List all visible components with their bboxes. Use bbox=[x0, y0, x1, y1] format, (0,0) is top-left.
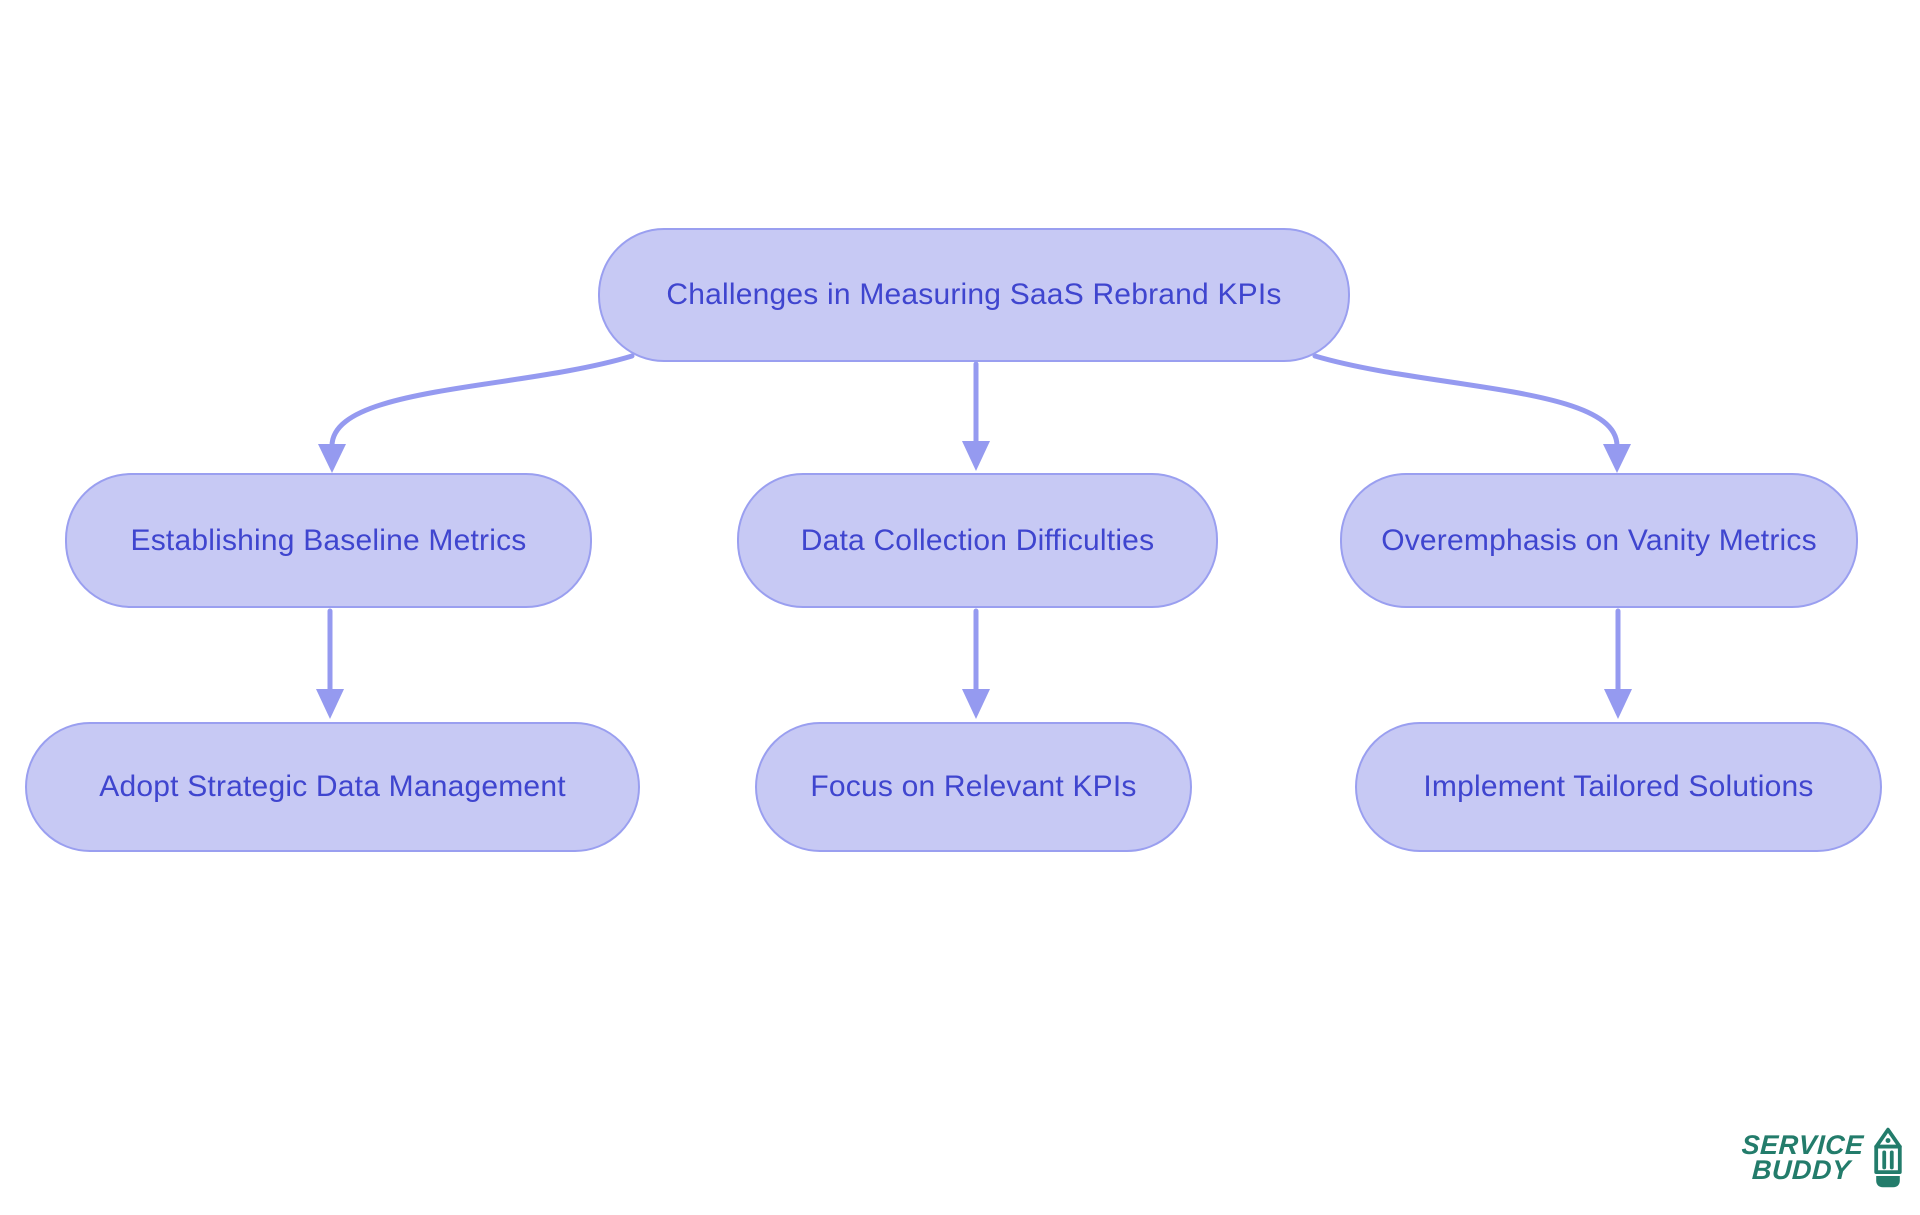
node-challenge-3-label: Overemphasis on Vanity Metrics bbox=[1381, 523, 1817, 557]
service-buddy-logo: SERVICE BUDDY bbox=[1741, 1126, 1905, 1190]
node-challenge-1-label: Establishing Baseline Metrics bbox=[130, 523, 527, 557]
node-solution-3-label: Implement Tailored Solutions bbox=[1423, 770, 1814, 803]
node-solution-2: Focus on Relevant KPIs bbox=[755, 722, 1192, 852]
edge-challenge-3-to-solution-3 bbox=[1604, 608, 1632, 719]
node-challenge-2-label: Data Collection Difficulties bbox=[800, 523, 1155, 557]
node-challenge-2: Data Collection Difficulties bbox=[737, 473, 1218, 608]
edge-root-to-challenge-2 bbox=[962, 361, 990, 471]
node-root-label: Challenges in Measuring SaaS Rebrand KPI… bbox=[666, 278, 1282, 311]
edge-root-to-challenge-1 bbox=[318, 353, 635, 473]
node-challenge-3: Overemphasis on Vanity Metrics bbox=[1340, 473, 1858, 608]
node-solution-1: Adopt Strategic Data Management bbox=[25, 722, 640, 852]
edge-challenge-1-to-solution-1 bbox=[316, 608, 344, 719]
pencil-icon bbox=[1874, 1127, 1902, 1188]
node-challenge-1: Establishing Baseline Metrics bbox=[65, 473, 592, 608]
node-solution-3: Implement Tailored Solutions bbox=[1355, 722, 1882, 852]
logo-line2: BUDDY bbox=[1751, 1155, 1852, 1185]
node-solution-2-label: Focus on Relevant KPIs bbox=[810, 770, 1137, 803]
node-root: Challenges in Measuring SaaS Rebrand KPI… bbox=[598, 228, 1350, 362]
node-solution-1-label: Adopt Strategic Data Management bbox=[99, 770, 566, 803]
logo-wordmark: SERVICE BUDDY bbox=[1740, 1130, 1865, 1185]
edge-challenge-2-to-solution-2 bbox=[962, 608, 990, 719]
edge-root-to-challenge-3 bbox=[1312, 353, 1631, 473]
